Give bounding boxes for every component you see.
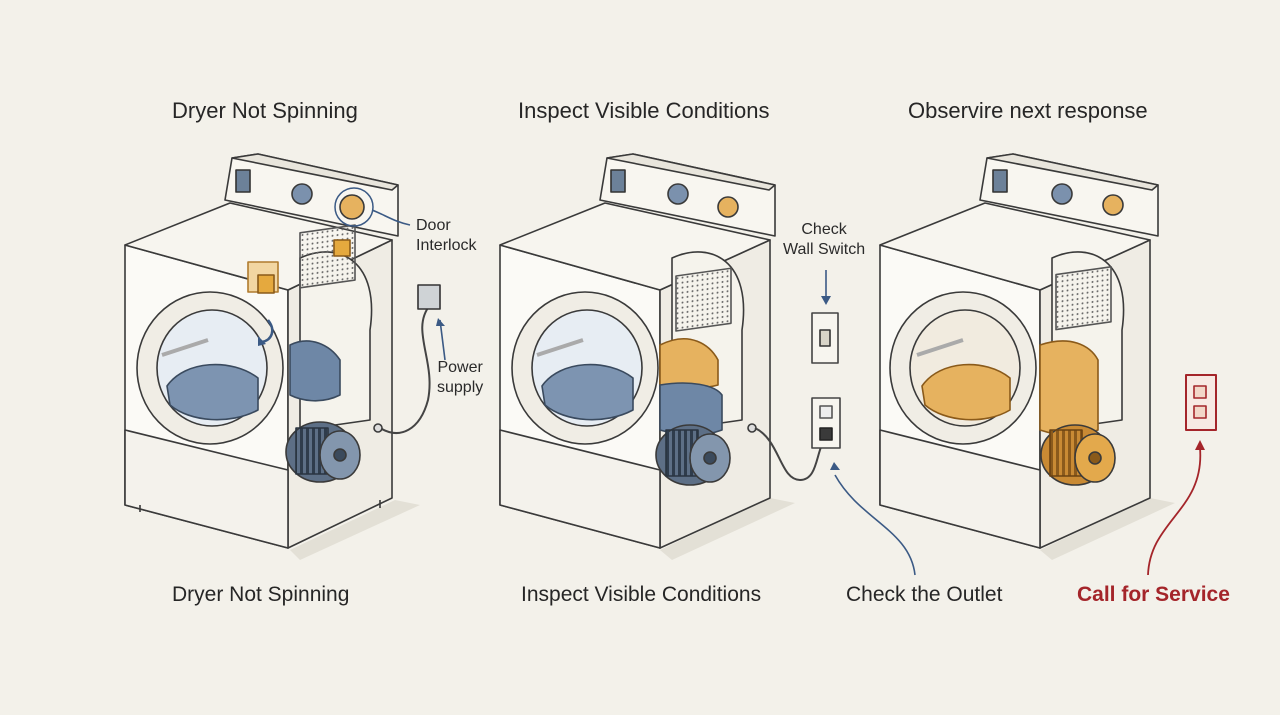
dryer-1 <box>124 153 446 560</box>
power-supply-label: Power supply <box>437 359 484 396</box>
wall-switch-label: Check Wall Switch <box>783 221 866 258</box>
dryer-3 <box>879 153 1217 576</box>
panel-3-title: Observire next response <box>908 98 1148 123</box>
panel-2-caption: Inspect Visible Conditions <box>521 583 762 606</box>
panel-3-caption: Check the Outlet <box>846 583 1003 606</box>
door-interlock-label: Door Interlock <box>416 217 477 254</box>
panel-2-title: Inspect Visible Conditions <box>518 98 770 123</box>
motor-1 <box>285 421 361 483</box>
motor-2 <box>655 424 731 486</box>
dryer-2 <box>499 153 916 576</box>
motor-3 <box>1040 424 1116 486</box>
panel-1-title: Dryer Not Spinning <box>172 98 358 123</box>
call-for-service-label: Call for Service <box>1077 583 1230 606</box>
panel-1-caption: Dryer Not Spinning <box>172 583 350 606</box>
